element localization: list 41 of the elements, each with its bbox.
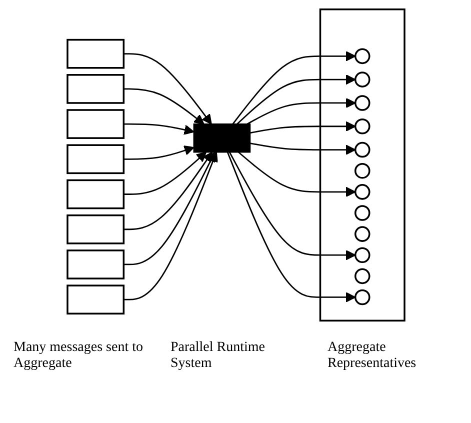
arrow <box>123 152 215 266</box>
node-circle <box>354 95 370 111</box>
arrow <box>123 152 212 230</box>
arrow <box>123 146 194 160</box>
arrow <box>123 53 212 124</box>
node-circle <box>354 289 370 306</box>
node-circle <box>354 72 370 88</box>
node-circle <box>354 205 370 221</box>
arrow <box>246 98 356 125</box>
arrow <box>123 152 206 195</box>
arrow <box>236 74 356 125</box>
node-circle <box>354 142 370 158</box>
arrow <box>228 152 356 260</box>
node-bar <box>192 123 250 153</box>
caption-text: Aggregate Representatives <box>328 340 418 372</box>
node-circle <box>354 268 370 284</box>
node-box <box>66 284 124 314</box>
node-circle <box>354 247 370 263</box>
arrow <box>226 152 356 302</box>
arrow <box>123 152 218 300</box>
node-circle <box>354 184 370 200</box>
arrow <box>249 142 356 155</box>
node-box <box>66 74 124 104</box>
node-circle <box>354 226 370 242</box>
node-circle <box>354 162 370 179</box>
arrow <box>237 152 356 198</box>
node-circle <box>354 48 370 64</box>
arrow <box>123 123 194 135</box>
arrow <box>249 121 356 134</box>
node-box <box>66 250 124 280</box>
node-circle <box>354 118 370 134</box>
node-box <box>66 38 124 69</box>
arrow <box>232 51 356 124</box>
node-box <box>66 144 124 174</box>
arrow <box>123 88 204 124</box>
node-box <box>66 109 124 139</box>
caption-text: Parallel Runtime System <box>170 340 266 372</box>
cluster <box>318 8 405 322</box>
node-box <box>66 214 124 244</box>
caption-text: Many messages sent to Aggregate <box>14 340 144 372</box>
node-box <box>66 179 124 210</box>
